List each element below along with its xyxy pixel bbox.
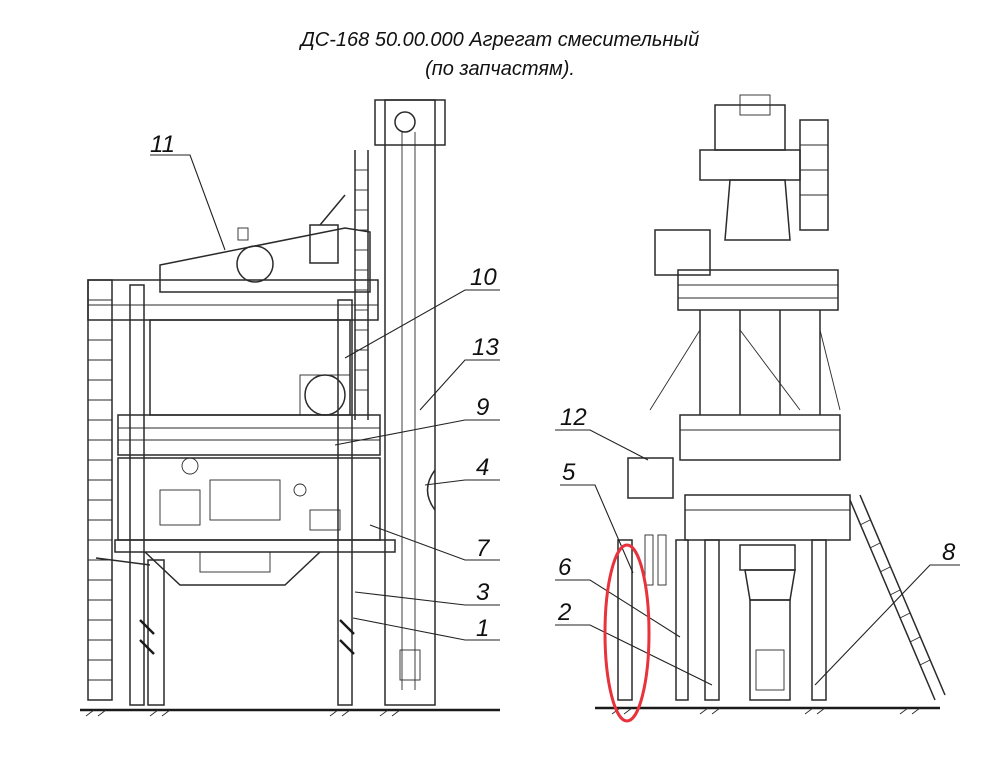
callout-10: 10 [470,264,497,291]
callout-6: 6 [558,554,572,581]
callout-4: 4 [476,454,489,481]
drawing-title: ДС-168 50.00.000 Агрегат смесительный (п… [0,26,1000,84]
leader-lines [150,154,960,686]
title-line-2: (по запчастям). [425,58,575,80]
callout-9: 9 [476,394,489,421]
callout-7: 7 [476,535,491,562]
callout-12: 12 [560,404,587,431]
callout-2: 2 [557,599,571,626]
title-line-1: ДС-168 50.00.000 Агрегат смесительный [300,29,700,51]
callout-3: 3 [476,579,490,606]
callout-11: 11 [150,131,175,158]
front-elevation-view [595,94,946,715]
highlight-ellipse [603,543,651,723]
callout-1: 1 [476,615,489,642]
side-elevation-view [80,99,500,717]
callout-8: 8 [942,539,956,566]
callout-5: 5 [562,459,576,486]
callout-13: 13 [472,334,499,361]
callout-labels: 11 10 13 9 4 7 3 1 12 5 6 2 8 [150,131,956,642]
